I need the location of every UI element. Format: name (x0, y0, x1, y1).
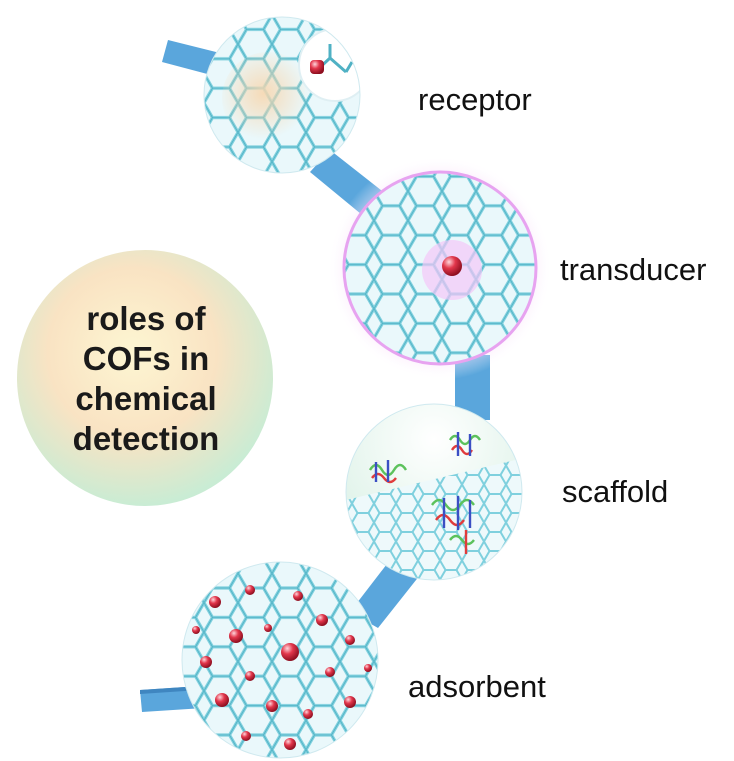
adsorbent-circle (181, 561, 379, 759)
receptor-circle (203, 16, 361, 174)
center-line-2: COFs in (83, 340, 210, 377)
scaffold-circle (345, 403, 523, 581)
label-scaffold: scaffold (562, 474, 668, 509)
label-adsorbent: adsorbent (408, 669, 546, 704)
label-receptor: receptor (418, 82, 532, 117)
center-line-3: chemical (75, 380, 216, 417)
analyte-sphere-icon (442, 256, 462, 276)
label-transducer: transducer (560, 252, 706, 287)
transducer-circle (328, 156, 552, 380)
central-title-circle: roles of COFs in chemical detection (17, 250, 273, 506)
biomolecule-strand-icon (368, 432, 482, 554)
center-line-1: roles of (86, 300, 206, 337)
center-line-4: detection (73, 420, 220, 457)
analyte-sphere-icon (310, 60, 324, 74)
adsorbed-analytes (192, 585, 372, 750)
